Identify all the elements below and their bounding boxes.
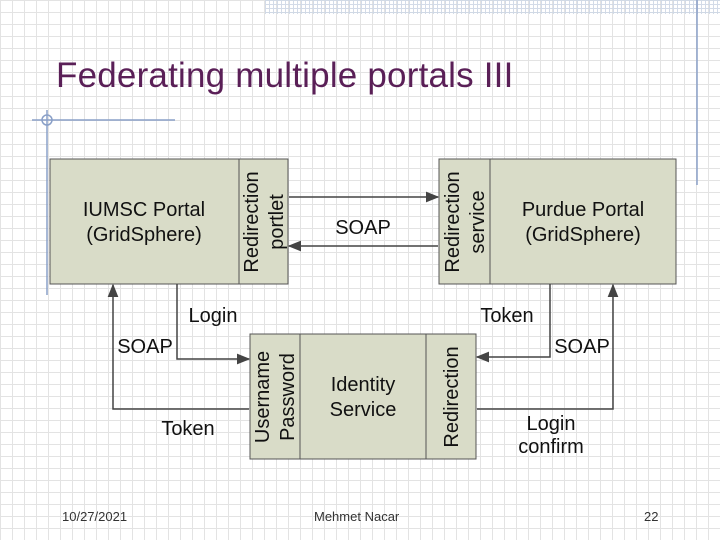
token-left-label: Token [161, 418, 214, 440]
footer-author: Mehmet Nacar [314, 509, 400, 524]
login-confirm-arrow [477, 283, 619, 410]
identity-service-label: Identity [331, 374, 395, 396]
password-label: Password [277, 353, 299, 441]
iumsc-portal-box [49, 158, 240, 285]
accent-circle [41, 114, 53, 126]
token-return-arrow [107, 283, 249, 410]
token-soap-arrow [475, 284, 551, 363]
purdue-portal-sublabel: (GridSphere) [525, 224, 641, 246]
purdue-portal-label: Purdue Portal [522, 199, 644, 221]
soap-right-label: SOAP [554, 336, 610, 358]
redirection-service-box [438, 158, 491, 285]
redirection-portlet-label: Redirection [241, 171, 263, 272]
purdue-portal-box [489, 158, 677, 285]
redirection-service-label: Redirection [442, 171, 464, 272]
credentials-box [249, 333, 301, 460]
redirection-portlet-sublabel: portlet [266, 194, 288, 250]
identity-service-box [299, 333, 427, 460]
identity-redirection-box [425, 333, 477, 460]
token-right-label: Token [480, 305, 533, 327]
footer-page-number: 22 [644, 509, 659, 524]
redirection-portlet-box [238, 158, 289, 285]
login-confirm-label: Login [527, 413, 576, 435]
identity-service-sublabel: Service [330, 399, 397, 421]
login-label: Login [189, 305, 238, 327]
soap-top-label: SOAP [335, 217, 391, 239]
footer-date: 10/27/2021 [62, 509, 128, 524]
redirection-service-sublabel: service [467, 190, 489, 253]
login-soap-arrow [176, 284, 251, 365]
iumsc-portal-label: IUMSC Portal [83, 199, 205, 221]
soap-left-label: SOAP [117, 336, 173, 358]
slide-title: Federating multiple portals III [56, 56, 514, 95]
header-decoration [265, 0, 720, 14]
iumsc-portal-sublabel: (GridSphere) [86, 224, 202, 246]
username-label: Username [252, 351, 274, 443]
login-confirm-sublabel: confirm [518, 436, 584, 458]
identity-redirection-label: Redirection [441, 346, 463, 447]
